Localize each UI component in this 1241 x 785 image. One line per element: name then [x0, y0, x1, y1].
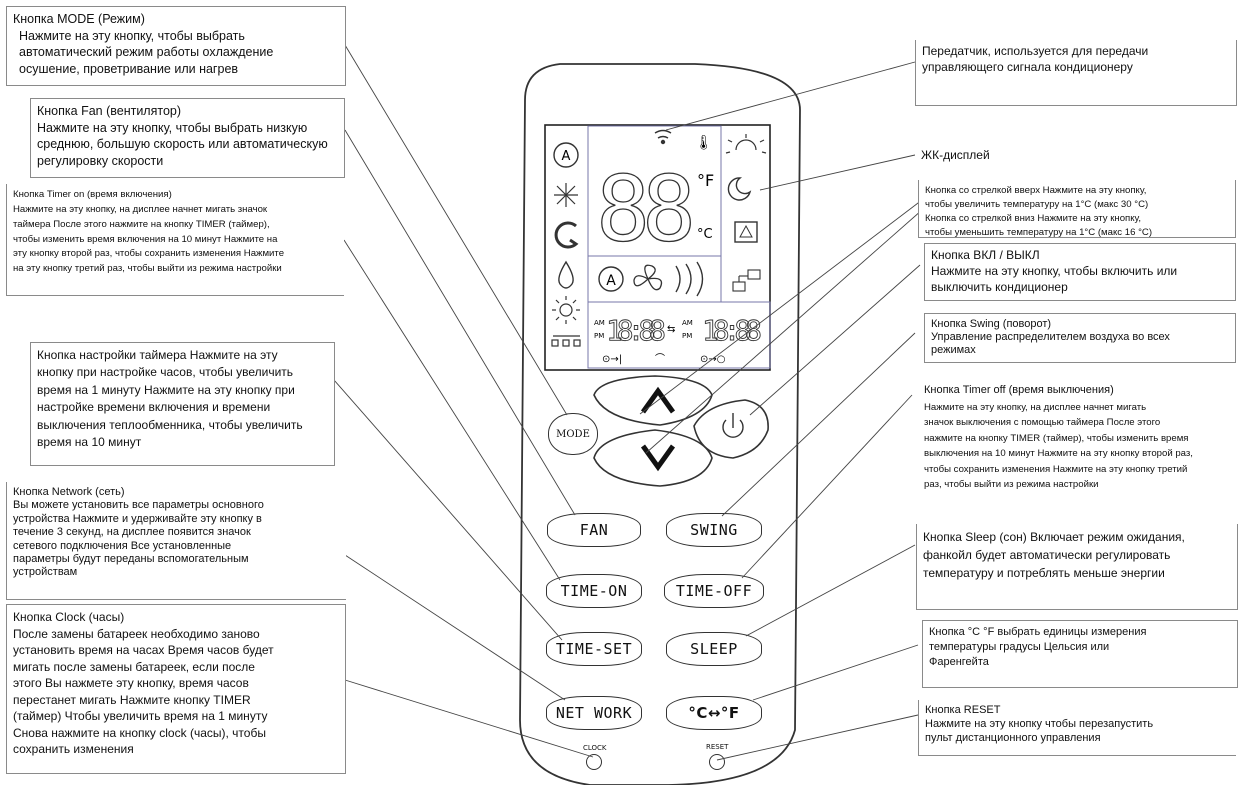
reset-button[interactable] [709, 754, 725, 770]
units-toggle-button[interactable]: °C↔°F [666, 696, 762, 730]
power-annotation: Кнопка ВКЛ / ВЫКЛ Нажмите на эту кнопку,… [924, 243, 1236, 301]
thermometer-icon: 🌡 [695, 135, 713, 151]
signal-icon [654, 129, 672, 145]
time-digits-right: 18:88 [702, 314, 762, 347]
fan-button[interactable]: FAN [547, 513, 641, 547]
pm-label-left: PM [594, 332, 604, 340]
am-label-left: AM [594, 319, 605, 327]
fan-auto-icon [598, 266, 624, 292]
big-temperature-digits: 88 [596, 157, 696, 262]
timer-off-annotation: Кнопка Timer off (время выключения) Нажм… [918, 378, 1236, 508]
clock-annotation: Кнопка Clock (часы) После замены батарее… [6, 604, 346, 774]
units-annotation: Кнопка °C °F выбрать единицы измерения т… [922, 620, 1238, 688]
svg-text:A: A [562, 149, 571, 164]
swing-icon: ⌒ [655, 353, 665, 365]
arrows-annotation: Кнопка со стрелкой вверх Нажмите на эту … [918, 180, 1236, 238]
pm-label-right: PM [682, 332, 692, 340]
cool-mode-icon [554, 183, 578, 207]
time-on-button[interactable]: TIME-ON [546, 574, 642, 608]
am-label-right: AM [682, 319, 693, 327]
arrows-icon: ⇆ [667, 324, 675, 335]
timer-on-annotation: Кнопка Timer on (время включения) Нажмит… [6, 184, 344, 296]
clock-label: CLOCK [583, 744, 607, 752]
sleep-annotation: Кнопка Sleep (сон) Включает режим ожидан… [916, 524, 1238, 610]
sun-icon [725, 134, 767, 154]
time-off-button[interactable]: TIME-OFF [664, 574, 764, 608]
lcd-annotation: ЖК-дисплей [915, 144, 1237, 172]
swing-button[interactable]: SWING [666, 513, 762, 547]
svg-text:A: A [606, 273, 616, 289]
network-annotation: Кнопка Network (сеть) Вы можете установи… [6, 482, 346, 600]
transmitter-annotation: Передатчик, используется для передачи уп… [915, 40, 1237, 106]
unit-c-label: °C [697, 227, 713, 242]
unit-f-label: °F [697, 171, 714, 190]
mode-annotation: Кнопка MODE (Режим) Нажмите на эту кнопк… [6, 6, 346, 86]
timer-on-icon: ⊙→| [602, 354, 622, 365]
reset-annotation: Кнопка RESET Нажмите на эту кнопку чтобы… [918, 700, 1236, 756]
time-set-annotation: Кнопка настройки таймера Нажмите на эту … [30, 342, 335, 466]
sleep-button[interactable]: SLEEP [666, 632, 762, 666]
time-set-button[interactable]: TIME-SET [546, 632, 642, 666]
reset-label: RESET [706, 743, 729, 751]
mode-button[interactable]: MODE [548, 413, 598, 455]
fan-annotation: Кнопка Fan (вентилятор) Нажмите на эту к… [30, 98, 345, 178]
swing-annotation: Кнопка Swing (поворот) Управление распре… [924, 313, 1236, 363]
clock-button[interactable] [586, 754, 602, 770]
timer-off-icon: ⊙→○ [700, 354, 725, 365]
time-digits-left: 18:88 [606, 314, 666, 347]
network-button[interactable]: NET WORK [546, 696, 642, 730]
